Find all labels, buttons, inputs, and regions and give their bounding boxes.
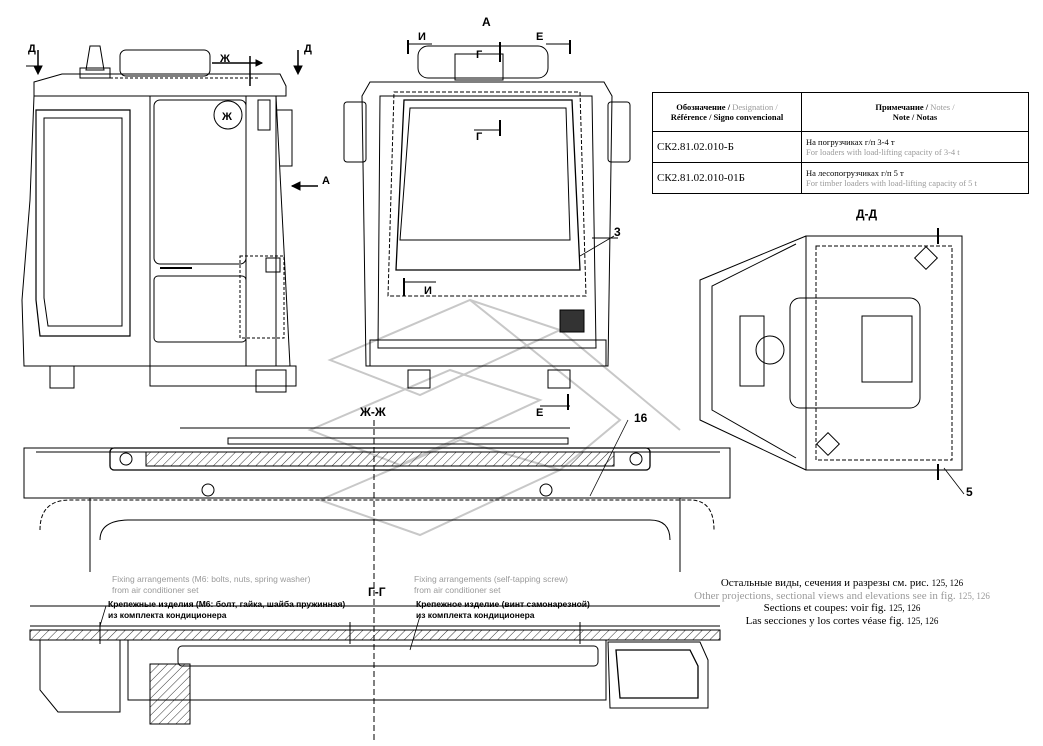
table-header-notes: Примечание / Notes / Note / Notas [801, 92, 1029, 132]
view-title-a: А [482, 15, 491, 29]
note-en: Other projections, sectional views and e… [694, 589, 990, 602]
fixing-left-en-1: Fixing arrangements (M6: bolts, nuts, sp… [112, 574, 311, 584]
view-label-d-left: Д [28, 43, 36, 55]
section-title-gg: Г-Г [368, 585, 386, 599]
table-row: СК2.81.02.010-01Б На лесопогрузчиках г/п… [652, 162, 1029, 194]
note-es: Las secciones y los cortes véase fig. 12… [745, 614, 939, 627]
view-label-e-bottom: Е [536, 407, 543, 419]
note-ru: Остальные виды, сечения и разрезы см. ри… [720, 577, 964, 589]
side-view [21, 45, 318, 393]
view-label-e-top: Е [536, 31, 543, 43]
header-notes-ru: Примечание / [875, 102, 929, 112]
note-fr: Sections et coupes: voir fig. 125, 126 [763, 602, 921, 614]
view-label-d-right: Д [304, 43, 312, 55]
view-label-a-arrow: А [322, 175, 330, 187]
fixing-left-ru-2: из комплекта кондиционера [108, 610, 227, 620]
row-note: На погрузчиках г/п 3-4 т For loaders wit… [801, 131, 1029, 163]
section-zhzh [23, 420, 731, 590]
table-header-designation: Обозначение / Designation / Référence / … [652, 92, 802, 132]
callout-5: 5 [966, 485, 973, 499]
row-note-en: For loaders with load-lifting capacity o… [806, 147, 960, 157]
row-note-ru: На погрузчиках г/п 3-4 т [806, 137, 895, 147]
fixing-right-ru-2: из комплекта кондиционера [416, 610, 535, 620]
fixing-right-en-1: Fixing arrangements (self-tapping screw) [414, 574, 568, 584]
section-title-dd: Д-Д [856, 207, 878, 221]
fixing-left-ru-1: Крепежные изделия (М6: болт, гайка, шайб… [108, 599, 345, 609]
fixing-right-ru-1: Крепежное изделие (винт самонарезной) [416, 599, 590, 609]
row-note-ru: На лесопогрузчиках г/п 5 т [806, 168, 904, 178]
row-code: СК2.81.02.010-01Б [652, 162, 802, 194]
designation-table: Обозначение / Designation / Référence / … [652, 92, 1029, 194]
view-label-i-top: И [418, 31, 426, 43]
header-notes-en: Notes / [930, 102, 955, 112]
view-label-g-mid: Г [476, 131, 483, 143]
header-designation-ru: Обозначение / [676, 102, 731, 112]
view-label-i-bottom: И [424, 285, 432, 297]
view-label-zh-circle: Ж [221, 111, 232, 123]
section-title-zhzh: Ж-Ж [359, 405, 386, 419]
row-code: СК2.81.02.010-Б [652, 131, 802, 163]
view-label-zh-top: Ж [219, 53, 230, 65]
section-dd [699, 228, 963, 480]
row-note: На лесопогрузчиках г/п 5 т For timber lo… [801, 162, 1029, 194]
table-header-row: Обозначение / Designation / Référence / … [652, 92, 1029, 132]
reference-notes: Остальные виды, сечения и разрезы см. ри… [652, 577, 1032, 627]
view-label-g-top: Г [476, 49, 483, 61]
header-designation-en: Designation / [732, 102, 778, 112]
table-row: СК2.81.02.010-Б На погрузчиках г/п 3-4 т… [652, 131, 1029, 163]
header-notes-fr-es: Note / Notas [892, 112, 938, 122]
fixing-right-en-2: from air conditioner set [414, 585, 501, 595]
fixing-left-en-2: from air conditioner set [112, 585, 199, 595]
row-note-en: For timber loaders with load-lifting cap… [806, 178, 977, 188]
leader-lines [99, 235, 965, 651]
front-view [343, 40, 631, 410]
section-gg [29, 590, 721, 740]
callout-3: 3 [614, 225, 621, 239]
callout-16: 16 [634, 411, 648, 425]
header-designation-fr-es: Référence / Signo convencional [670, 112, 784, 122]
